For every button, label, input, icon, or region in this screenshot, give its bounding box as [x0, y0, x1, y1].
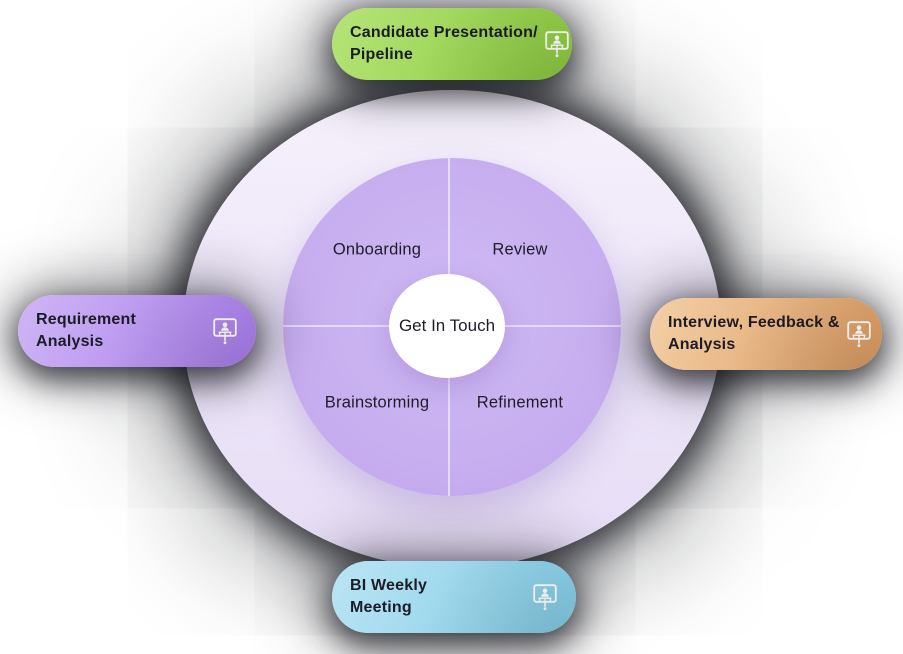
pill-line: Pipeline	[350, 46, 413, 63]
pill-line: Requirement	[36, 311, 136, 328]
quadrant-label-onboarding: Onboarding	[332, 240, 422, 259]
presentation-board-icon	[532, 582, 558, 612]
pill-requirement-analysis[interactable]: Requirement Analysis	[18, 295, 256, 367]
pill-label: Interview, Feedback & Analysis	[668, 312, 840, 356]
quadrant-label-refinement: Refinement	[476, 393, 564, 412]
pill-line: Interview, Feedback &	[668, 314, 840, 331]
pill-line: Analysis	[668, 336, 736, 353]
pill-interview-feedback-analysis[interactable]: Interview, Feedback & Analysis	[650, 298, 882, 370]
pill-bi-weekly-meeting[interactable]: BI Weekly Meeting	[332, 561, 576, 633]
pill-label: BI Weekly Meeting	[350, 575, 526, 619]
presentation-board-icon	[212, 316, 238, 346]
pill-label: Requirement Analysis	[36, 309, 206, 353]
pill-line: Analysis	[36, 333, 104, 350]
pill-line: BI Weekly	[350, 577, 428, 594]
presentation-board-icon	[846, 319, 872, 349]
pill-candidate-presentation-pipeline[interactable]: Candidate Presentation/ Pipeline	[332, 8, 572, 80]
pill-line: Meeting	[350, 599, 412, 616]
presentation-board-icon	[544, 29, 570, 59]
get-in-touch-label: Get In Touch	[398, 316, 496, 335]
pill-label: Candidate Presentation/ Pipeline	[350, 22, 538, 66]
quadrant-label-brainstorming: Brainstorming	[324, 393, 430, 412]
pill-line: Candidate Presentation/	[350, 24, 538, 41]
get-in-touch-button[interactable]: Get In Touch	[389, 274, 505, 378]
quadrant-label-review: Review	[492, 240, 548, 259]
